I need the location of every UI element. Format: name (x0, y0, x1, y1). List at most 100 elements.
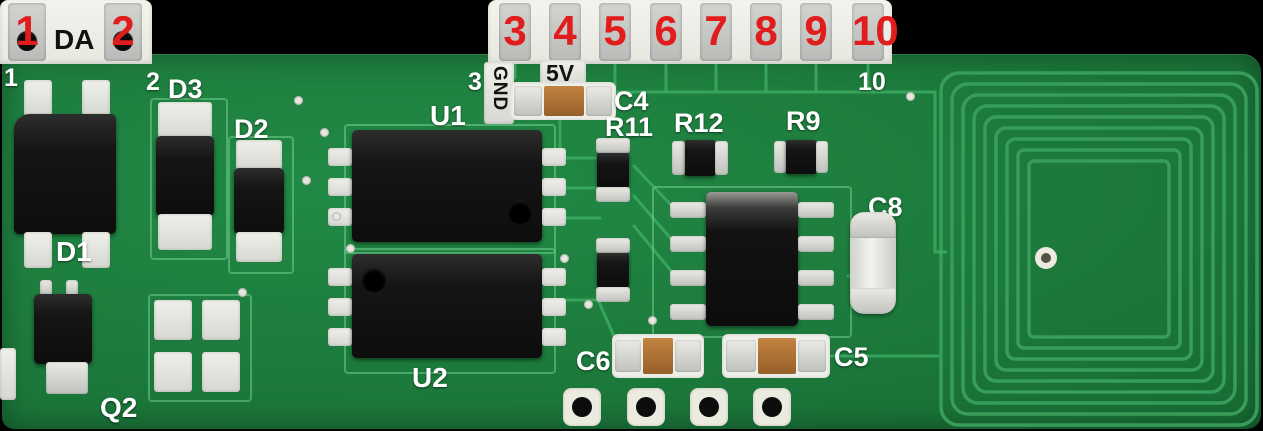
via (906, 92, 915, 101)
c5-pad-right (798, 340, 826, 372)
capacitor-c5 (722, 334, 830, 378)
pin-number-5: 5 (603, 7, 627, 54)
pin-number-10: 10 (852, 7, 899, 54)
u2-pad (328, 328, 352, 346)
component-soic8 (706, 192, 798, 326)
c5-body (758, 338, 796, 374)
component-u2 (352, 254, 542, 358)
silkscreen-pin3: 3 (468, 68, 482, 96)
pin-number-9: 9 (804, 7, 828, 54)
via (648, 316, 657, 325)
gnd-pad (484, 62, 514, 124)
label-u2: U2 (412, 362, 448, 393)
via (302, 176, 311, 185)
label-r12: R12 (674, 108, 724, 138)
component-u1 (352, 130, 542, 242)
test-point-hole (636, 397, 656, 417)
label-c4: C4 (614, 86, 649, 116)
u2-pad (542, 298, 566, 316)
antenna-coil (939, 71, 1259, 427)
u2-pad (328, 268, 352, 286)
component-d3 (156, 136, 214, 216)
r11-body (597, 153, 629, 187)
5v-label: 5V (546, 60, 575, 86)
u2-pin1-dot (362, 268, 386, 292)
test-point-hole (762, 397, 782, 417)
u1-pad (542, 208, 566, 226)
q2-lead (66, 280, 78, 296)
label-d3: D3 (168, 74, 203, 104)
c4-pad-left (514, 86, 542, 116)
soic8-pin (670, 304, 706, 320)
test-point (753, 388, 791, 426)
d2-pad (236, 232, 282, 262)
label-r9: R9 (786, 106, 821, 136)
connector-tab-top: 3 4 5 6 7 8 9 10 (488, 0, 899, 64)
via (584, 300, 593, 309)
label-c6: C6 (576, 346, 611, 376)
spare-pad (202, 300, 240, 340)
r11-end (596, 138, 630, 153)
label-c5: C5 (834, 342, 869, 372)
soic8-pin (670, 270, 706, 286)
r11b-end (596, 287, 630, 302)
pin-pad-1: 1 (8, 3, 46, 61)
pin-pad-9: 9 (800, 3, 832, 61)
component-d2 (234, 168, 284, 234)
spare-pad (154, 300, 192, 340)
u1-pad (328, 178, 352, 196)
d1-pad (82, 232, 110, 268)
test-point (627, 388, 665, 426)
pin-pad-8: 8 (750, 3, 782, 61)
pin-number-1: 1 (15, 7, 39, 54)
q2-pad (0, 348, 16, 400)
test-point-hole (572, 397, 592, 417)
resistor-r9 (774, 140, 828, 174)
q2-tab-pad (46, 362, 88, 394)
c6-body (643, 338, 673, 374)
pin-hole-2 (113, 31, 133, 51)
q2-lead (40, 280, 52, 296)
r12-body (685, 140, 715, 176)
pin-number-7: 7 (704, 7, 728, 54)
pin-pad-6: 6 (650, 3, 682, 61)
label-u1: U1 (430, 100, 466, 131)
pin-hole-1 (17, 31, 37, 51)
pin-pad-2: 2 (104, 3, 142, 61)
test-point (690, 388, 728, 426)
label-d1: D1 (56, 236, 92, 267)
r11-end (596, 187, 630, 202)
r11b-end (596, 238, 630, 253)
u2-pad (328, 298, 352, 316)
pin-pad-3: 3 (499, 3, 531, 61)
soic8-pin (670, 236, 706, 252)
component-q2 (34, 294, 92, 364)
c6-pad-right (675, 340, 701, 372)
label-q2: Q2 (100, 392, 138, 423)
r9-end (816, 141, 828, 173)
r9-end (774, 141, 786, 173)
r12-end (715, 141, 728, 175)
spare-pad (154, 352, 192, 392)
c8-body (850, 238, 896, 288)
d3-pad (158, 102, 212, 138)
gnd-label: GND (489, 66, 510, 112)
u1-pad (328, 148, 352, 166)
via (320, 128, 329, 137)
silkscreen-pin1: 1 (4, 64, 18, 92)
resistor-r11 (596, 138, 630, 202)
soic8-pin (670, 202, 706, 218)
d2-pad (236, 140, 282, 170)
test-point (563, 388, 601, 426)
footprint-outline-spare (148, 294, 252, 402)
capacitor-c4 (510, 82, 616, 120)
soic8-pin (798, 270, 834, 286)
d1-pad (24, 232, 52, 268)
pin-pad-10: 10 (852, 3, 899, 61)
d1-pad (82, 80, 110, 116)
silkscreen-pin10: 10 (858, 68, 886, 96)
resistor-r11b (596, 238, 630, 302)
component-d1 (14, 114, 116, 234)
